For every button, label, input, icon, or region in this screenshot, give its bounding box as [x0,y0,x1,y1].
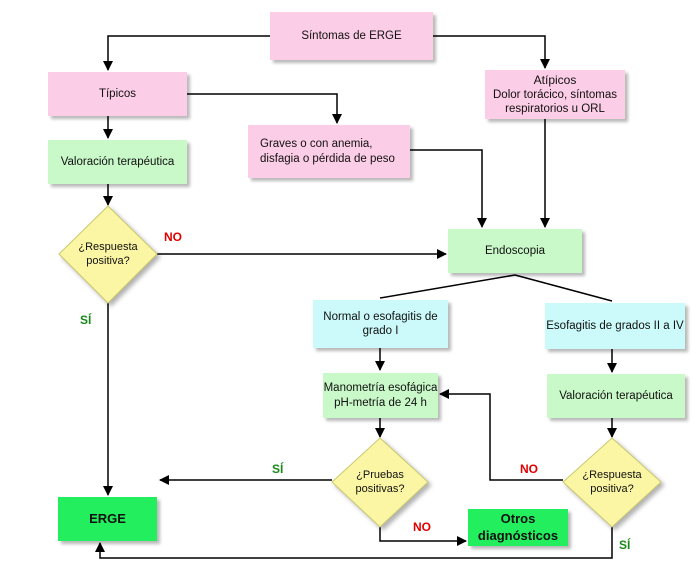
label-no-respuesta-1: NO [164,230,182,244]
node-endoscopia-label: Endoscopia [484,244,546,257]
node-normal-label: Normal o esofagitis de grado I [323,310,438,337]
arrow-graves-endoscopia [410,149,487,228]
arrow-pruebas-no-otros [379,527,467,546]
node-manometria: Manometría esofágica pH-metría de 24 h [323,373,438,418]
node-tipicos: Típicos [48,72,187,116]
node-graves: Graves o con anemia, disfagia o pérdida … [248,125,410,178]
decision-respuesta-1-label: ¿Respuesta positiva? [78,240,138,267]
node-otros-diagnosticos: Otros diagnósticos [468,509,568,546]
node-sintomas: Síntomas de ERGE [270,12,433,60]
node-esofagitis-label: Esofagitis de grados II a IV [546,319,684,332]
node-tipicos-label: Típicos [98,87,137,100]
line-endoscopia-esofagitis [514,274,613,302]
node-atipicos: Atípicos Dolor torácico, síntomas respir… [485,70,625,119]
node-erge: ERGE [58,497,157,541]
node-valoracion-1-label: Valoración terapéutica [60,155,175,168]
decision-respuesta-1: ¿Respuesta positiva? [58,205,158,304]
node-otros-label: Otros diagnósticos [477,511,559,543]
arrow-respuesta2-si-erge [95,527,613,559]
label-no-pruebas: NO [413,520,431,534]
arrow-sintomas-atipicos [433,35,550,69]
label-no-respuesta-2: NO [520,462,538,476]
node-normal: Normal o esofagitis de grado I [313,300,448,348]
line-endoscopia-normal [379,274,516,299]
label-si-respuesta-2: SÍ [619,538,631,552]
decision-respuesta-2-shape [562,437,662,528]
node-erge-label: ERGE [89,510,126,526]
node-esofagitis: Esofagitis de grados II a IV [545,303,685,349]
decision-pruebas: ¿Pruebas positivas? [331,437,429,528]
label-si-pruebas: SÍ [272,462,284,476]
decision-pruebas-label: ¿Pruebas positivas? [355,468,405,495]
node-atipicos-detail: Dolor torácico, síntomas respiratorios u… [493,88,617,115]
node-valoracion-1: Valoración terapéutica [48,140,187,184]
node-manometria-label: Manometría esofágica pH-metría de 24 h [323,382,438,409]
arrow-tipicos-graves [187,93,342,124]
node-graves-label: Graves o con anemia, disfagia o pérdida … [260,138,395,165]
decision-pruebas-shape [331,437,429,528]
decision-respuesta-1-shape [58,205,158,304]
node-valoracion-2: Valoración terapéutica [547,374,685,418]
node-valoracion-2-label: Valoración terapéutica [559,389,673,402]
node-atipicos-title: Atípicos [533,72,577,87]
decision-respuesta-2-label: ¿Respuesta positiva? [582,468,642,495]
node-endoscopia: Endoscopia [448,229,582,273]
arrow-sintomas-tipicos [103,35,270,71]
arrow-respuesta2-no-manometria [439,389,563,481]
decision-respuesta-2: ¿Respuesta positiva? [562,437,662,528]
node-sintomas-label: Síntomas de ERGE [301,29,402,42]
label-si-respuesta-1: SÍ [80,313,92,327]
